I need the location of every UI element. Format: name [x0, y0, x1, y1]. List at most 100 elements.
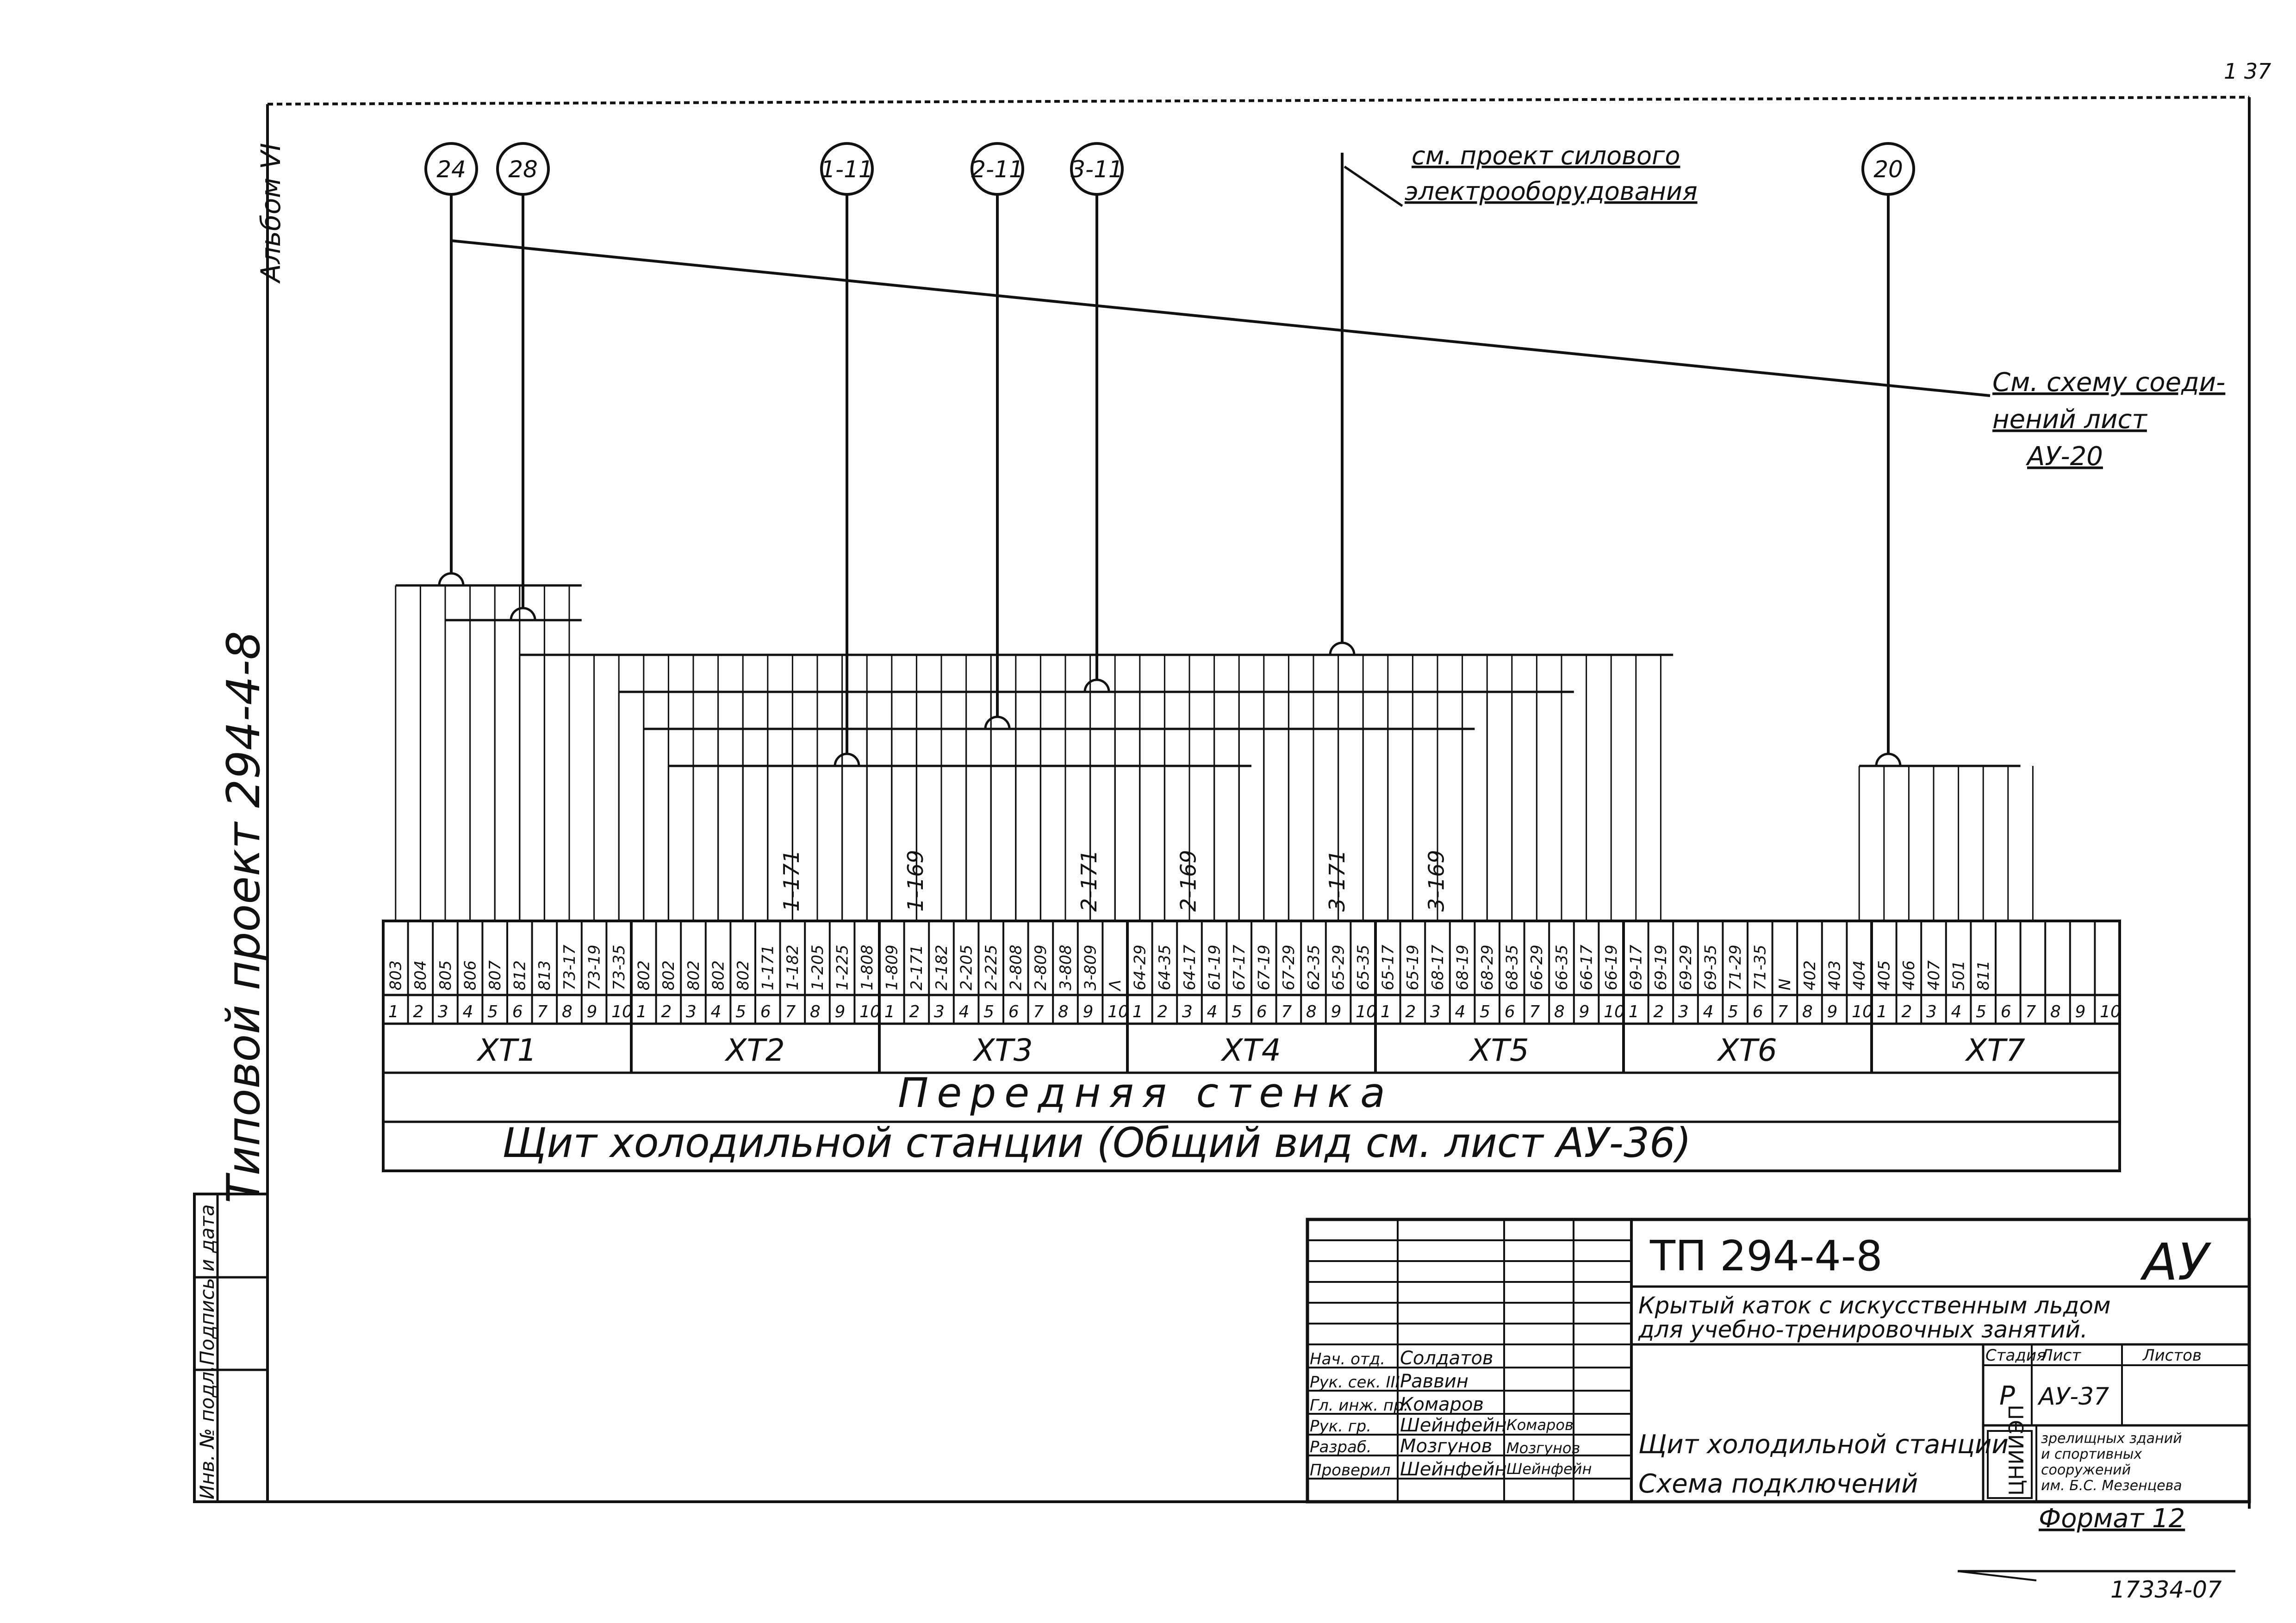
callout-circle [820, 142, 874, 196]
wire-label: 2-205 [957, 945, 976, 990]
wire-label: 404 [1850, 960, 1869, 990]
signature: Шейнфейн [1506, 1460, 1592, 1478]
wire-label: 407 [1925, 960, 1943, 990]
wire-label: 65-17 [1379, 945, 1398, 990]
org-line4: им. Б.С. Мезенцева [2041, 1478, 2182, 1494]
terminal-number: 9 [587, 1002, 597, 1021]
terminal-number: 9 [1331, 1002, 1342, 1021]
wire-label: 68-19 [1453, 945, 1472, 990]
terminal-number: 10 [1356, 1002, 1377, 1021]
wire-label: 403 [1825, 960, 1844, 990]
note-connection-scheme: См. схему соеди- нений лист АУ-20 [1992, 367, 2225, 472]
wire-label: 812 [511, 960, 529, 990]
terminal-number: 6 [760, 1002, 771, 1021]
signature: Мозгунов [1506, 1439, 1580, 1457]
wire-label: 2-225 [982, 945, 1001, 990]
terminal-number: 2 [1901, 1002, 1912, 1021]
drop-label: 1-169 [903, 850, 928, 912]
terminal-number: 5 [487, 1002, 498, 1021]
inventory-number: 17334-07 [2110, 1576, 2222, 1603]
terminal-number: 8 [1306, 1002, 1317, 1021]
terminal-number: 3 [1182, 1002, 1193, 1021]
terminal-number: 7 [1033, 1002, 1044, 1021]
terminal-number: 9 [1827, 1002, 1838, 1021]
note-power-project: см. проект силового электрооборудования [1344, 141, 1698, 207]
block-label: ХТ4 [1220, 1032, 1281, 1068]
terminal-number: 10 [1604, 1002, 1625, 1021]
wire-label: 73-35 [610, 945, 628, 990]
terminal-number: 9 [1579, 1002, 1590, 1021]
terminal-number: 6 [2001, 1002, 2011, 1021]
wire-label: 406 [1900, 960, 1918, 990]
person-role: Рук. сек. III [1310, 1373, 1400, 1392]
terminal-number: 9 [2075, 1002, 2086, 1021]
terminal-number: 8 [562, 1002, 572, 1021]
block-label: ХТ7 [1965, 1032, 2025, 1068]
person-name: Солдатов [1400, 1348, 1493, 1369]
wire-label: 804 [411, 960, 430, 990]
terminal-number: 7 [1281, 1002, 1292, 1021]
wire-label: 73-19 [585, 945, 604, 990]
terminal-number: 2 [1653, 1002, 1664, 1021]
wire-label: 69-29 [1677, 945, 1695, 990]
wire-label: 68-17 [1429, 945, 1447, 990]
logo-text: ЦНИИЭП [2005, 1405, 2028, 1496]
terminal-number: 4 [1703, 1002, 1714, 1021]
terminal-number: 6 [1008, 1002, 1019, 1021]
callout-circle [496, 142, 550, 196]
sheet-name-line2: Схема подключений [1638, 1469, 1918, 1499]
terminal-number: 1 [1629, 1002, 1639, 1021]
terminal-number: 10 [611, 1002, 633, 1021]
terminal-number: 5 [1728, 1002, 1738, 1021]
terminal-number: 8 [2050, 1002, 2061, 1021]
person-role: Проверил [1310, 1461, 1390, 1480]
terminal-number: 7 [1529, 1002, 1540, 1021]
wire-label: 802 [635, 960, 653, 990]
wire-label: 1-205 [809, 945, 827, 990]
callout-number: 20 [1873, 156, 1903, 183]
terminal-number: 8 [1802, 1002, 1813, 1021]
wire-label: 805 [436, 960, 455, 990]
wire-label: 803 [387, 960, 405, 990]
terminal-number: 6 [1257, 1002, 1267, 1021]
wire-label: 2-182 [933, 945, 951, 990]
cable-route-line [451, 239, 1991, 397]
block-label: ХТ2 [724, 1032, 785, 1068]
harness-junction [1083, 678, 1110, 692]
wire-label: 1-808 [858, 945, 877, 990]
stage-value: Р [1999, 1381, 2015, 1411]
drop-label: 3-171 [1325, 850, 1350, 912]
format-label: Формат 12 [2039, 1504, 2185, 1534]
person-role: Разраб. [1310, 1438, 1372, 1456]
panel-label: Щит холодильной станции (Общий вид см. л… [502, 1119, 1691, 1167]
sheet-name-line1: Щит холодильной станции [1638, 1430, 2009, 1460]
title-block [1306, 1218, 2251, 1581]
drop-label: 2-171 [1076, 850, 1101, 912]
callout-circle [971, 142, 1024, 196]
person-role: Нач. отд. [1310, 1350, 1385, 1368]
wire-label: 802 [660, 960, 678, 990]
harness-junction [1875, 752, 1902, 766]
object-line2: для учебно-тренировочных занятий. [1638, 1316, 2088, 1343]
terminal-number: 6 [1505, 1002, 1515, 1021]
terminal-number: 1 [1381, 1002, 1391, 1021]
note-power-line1: см. проект силового [1412, 141, 1680, 170]
person-role: Гл. инж. пр. [1310, 1396, 1408, 1415]
wire-label: 65-19 [1404, 945, 1422, 990]
callout-number: 28 [508, 156, 538, 183]
terminal-number: 4 [463, 1002, 473, 1021]
drop-label: 2-169 [1176, 850, 1201, 912]
harness-junction [438, 572, 465, 586]
person-name: Мозгунов [1400, 1436, 1492, 1457]
terminal-number: 2 [661, 1002, 672, 1021]
block-label: ХТ3 [972, 1032, 1033, 1068]
terminal-number: 3 [1430, 1002, 1441, 1021]
terminal-number: 1 [884, 1002, 895, 1021]
title-mark: АУ [2140, 1232, 2211, 1292]
wire-label: 68-29 [1478, 945, 1497, 990]
album-label: Альбом VI [255, 143, 286, 284]
